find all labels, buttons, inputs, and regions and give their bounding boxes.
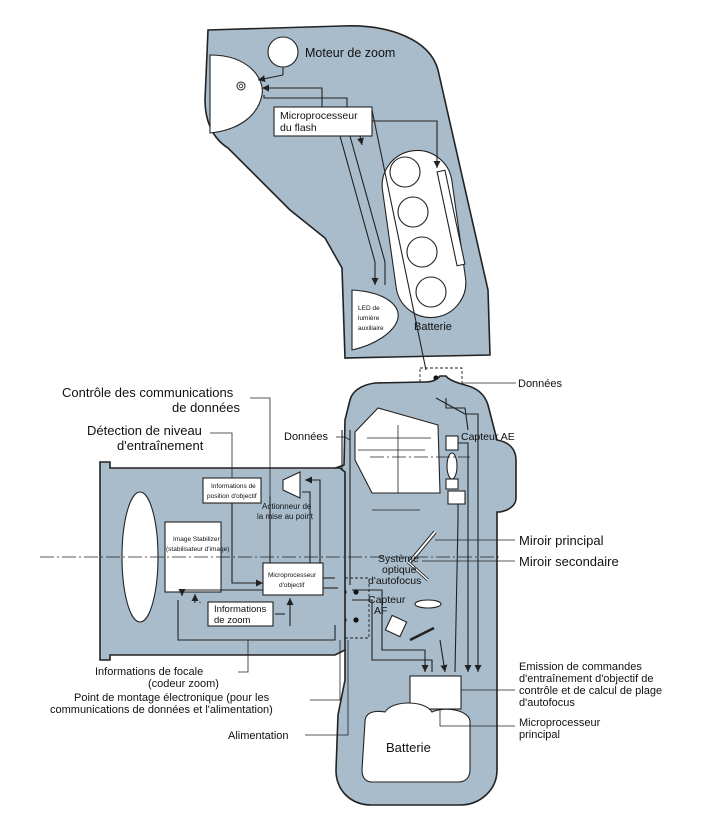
mount-label-2: communications de données et l'alimentat… bbox=[50, 704, 273, 716]
zoom-info-label-2: de zoom bbox=[214, 615, 251, 626]
flash-tube bbox=[236, 81, 246, 91]
data-left-label: Données bbox=[284, 431, 329, 443]
af-optics-label-2: optique bbox=[382, 564, 417, 576]
zoom-motor bbox=[267, 36, 299, 68]
focus-actuator-label-2: la mise au point bbox=[257, 512, 314, 521]
lens-position-label-1: Informations de bbox=[211, 483, 256, 490]
ae-sensor-label: Capteur AE bbox=[461, 431, 515, 443]
main-cpu-label-1: Microprocesseur bbox=[519, 717, 601, 729]
flash-head-reflector bbox=[209, 54, 263, 134]
data-top-label: Données bbox=[518, 378, 563, 390]
emission-label-1: Emission de commandes bbox=[519, 661, 642, 673]
focal-info-label-2: (codeur zoom) bbox=[148, 678, 219, 690]
drive-level-label-1: Détection de niveau bbox=[87, 423, 202, 438]
lens-position-label-2: position d'objectif bbox=[207, 493, 257, 500]
flash-microprocessor-box bbox=[273, 106, 373, 137]
af-sensor bbox=[384, 614, 408, 638]
focus-actuator bbox=[282, 471, 301, 499]
image-stabilizer-label-1: Image Stabilizer bbox=[173, 536, 220, 543]
af-sensor-label-1: Capteur bbox=[368, 594, 406, 606]
camera-battery-label: Batterie bbox=[386, 740, 431, 755]
flash-battery-cell bbox=[397, 196, 429, 228]
zoom-motor-label: Moteur de zoom bbox=[305, 46, 395, 60]
zoom-info-label-1: Informations bbox=[214, 604, 267, 615]
focal-info-label-1: Informations de focale bbox=[95, 666, 203, 678]
zoom-info-box bbox=[207, 601, 274, 627]
flash-microprocessor-label-1: Microprocesseur bbox=[280, 110, 358, 122]
lens-barrel bbox=[99, 461, 346, 661]
comm-control-label-2: de données bbox=[172, 400, 240, 415]
flash-battery-label: Batterie bbox=[414, 321, 452, 333]
emission-label-2: d'entraînement d'objectif de bbox=[519, 673, 653, 685]
flash-capacitor bbox=[436, 169, 466, 267]
af-sensor-label-2: AF bbox=[374, 605, 387, 617]
ae-sensor bbox=[445, 435, 459, 451]
af-optics-label-1: Système bbox=[378, 553, 419, 565]
camera-battery bbox=[361, 702, 471, 783]
flash-battery-cell bbox=[406, 236, 438, 268]
lens-microprocessor-box bbox=[262, 562, 324, 596]
mount-label-1: Point de montage électronique (pour les bbox=[74, 692, 270, 704]
af-assist-led bbox=[351, 289, 399, 351]
main-mirror-label: Miroir principal bbox=[519, 533, 604, 548]
led-label-2: lumière bbox=[358, 315, 380, 322]
flash-battery-cell bbox=[415, 276, 447, 308]
comm-control-label-1: Contrôle des communications bbox=[62, 385, 234, 400]
power-label: Alimentation bbox=[228, 730, 289, 742]
focus-actuator-label-1: Actionneur de bbox=[262, 502, 312, 511]
led-label-3: auxiliaire bbox=[358, 325, 384, 332]
pentaprism bbox=[354, 407, 441, 494]
led-label-1: LED de bbox=[358, 305, 380, 312]
emission-label-3: contrôle et de calcul de plage bbox=[519, 685, 662, 697]
image-stabilizer-label-2: (stabilisateur d'image) bbox=[166, 546, 229, 553]
flash-battery-cell bbox=[389, 156, 421, 188]
lens-microprocessor-label-2: d'objectif bbox=[279, 582, 305, 589]
emission-label-4: d'autofocus bbox=[519, 697, 575, 709]
af-lens bbox=[414, 599, 442, 609]
af-optics-label-3: d'autofocus bbox=[368, 575, 421, 587]
lens-microprocessor-label-1: Microprocesseur bbox=[268, 572, 317, 579]
lcd-box bbox=[447, 490, 466, 505]
main-cpu-label-2: principal bbox=[519, 729, 560, 741]
sub-mirror-label: Miroir secondaire bbox=[519, 554, 619, 569]
flash-microprocessor-label-2: du flash bbox=[280, 122, 317, 134]
drive-level-label-2: d'entraînement bbox=[117, 438, 204, 453]
